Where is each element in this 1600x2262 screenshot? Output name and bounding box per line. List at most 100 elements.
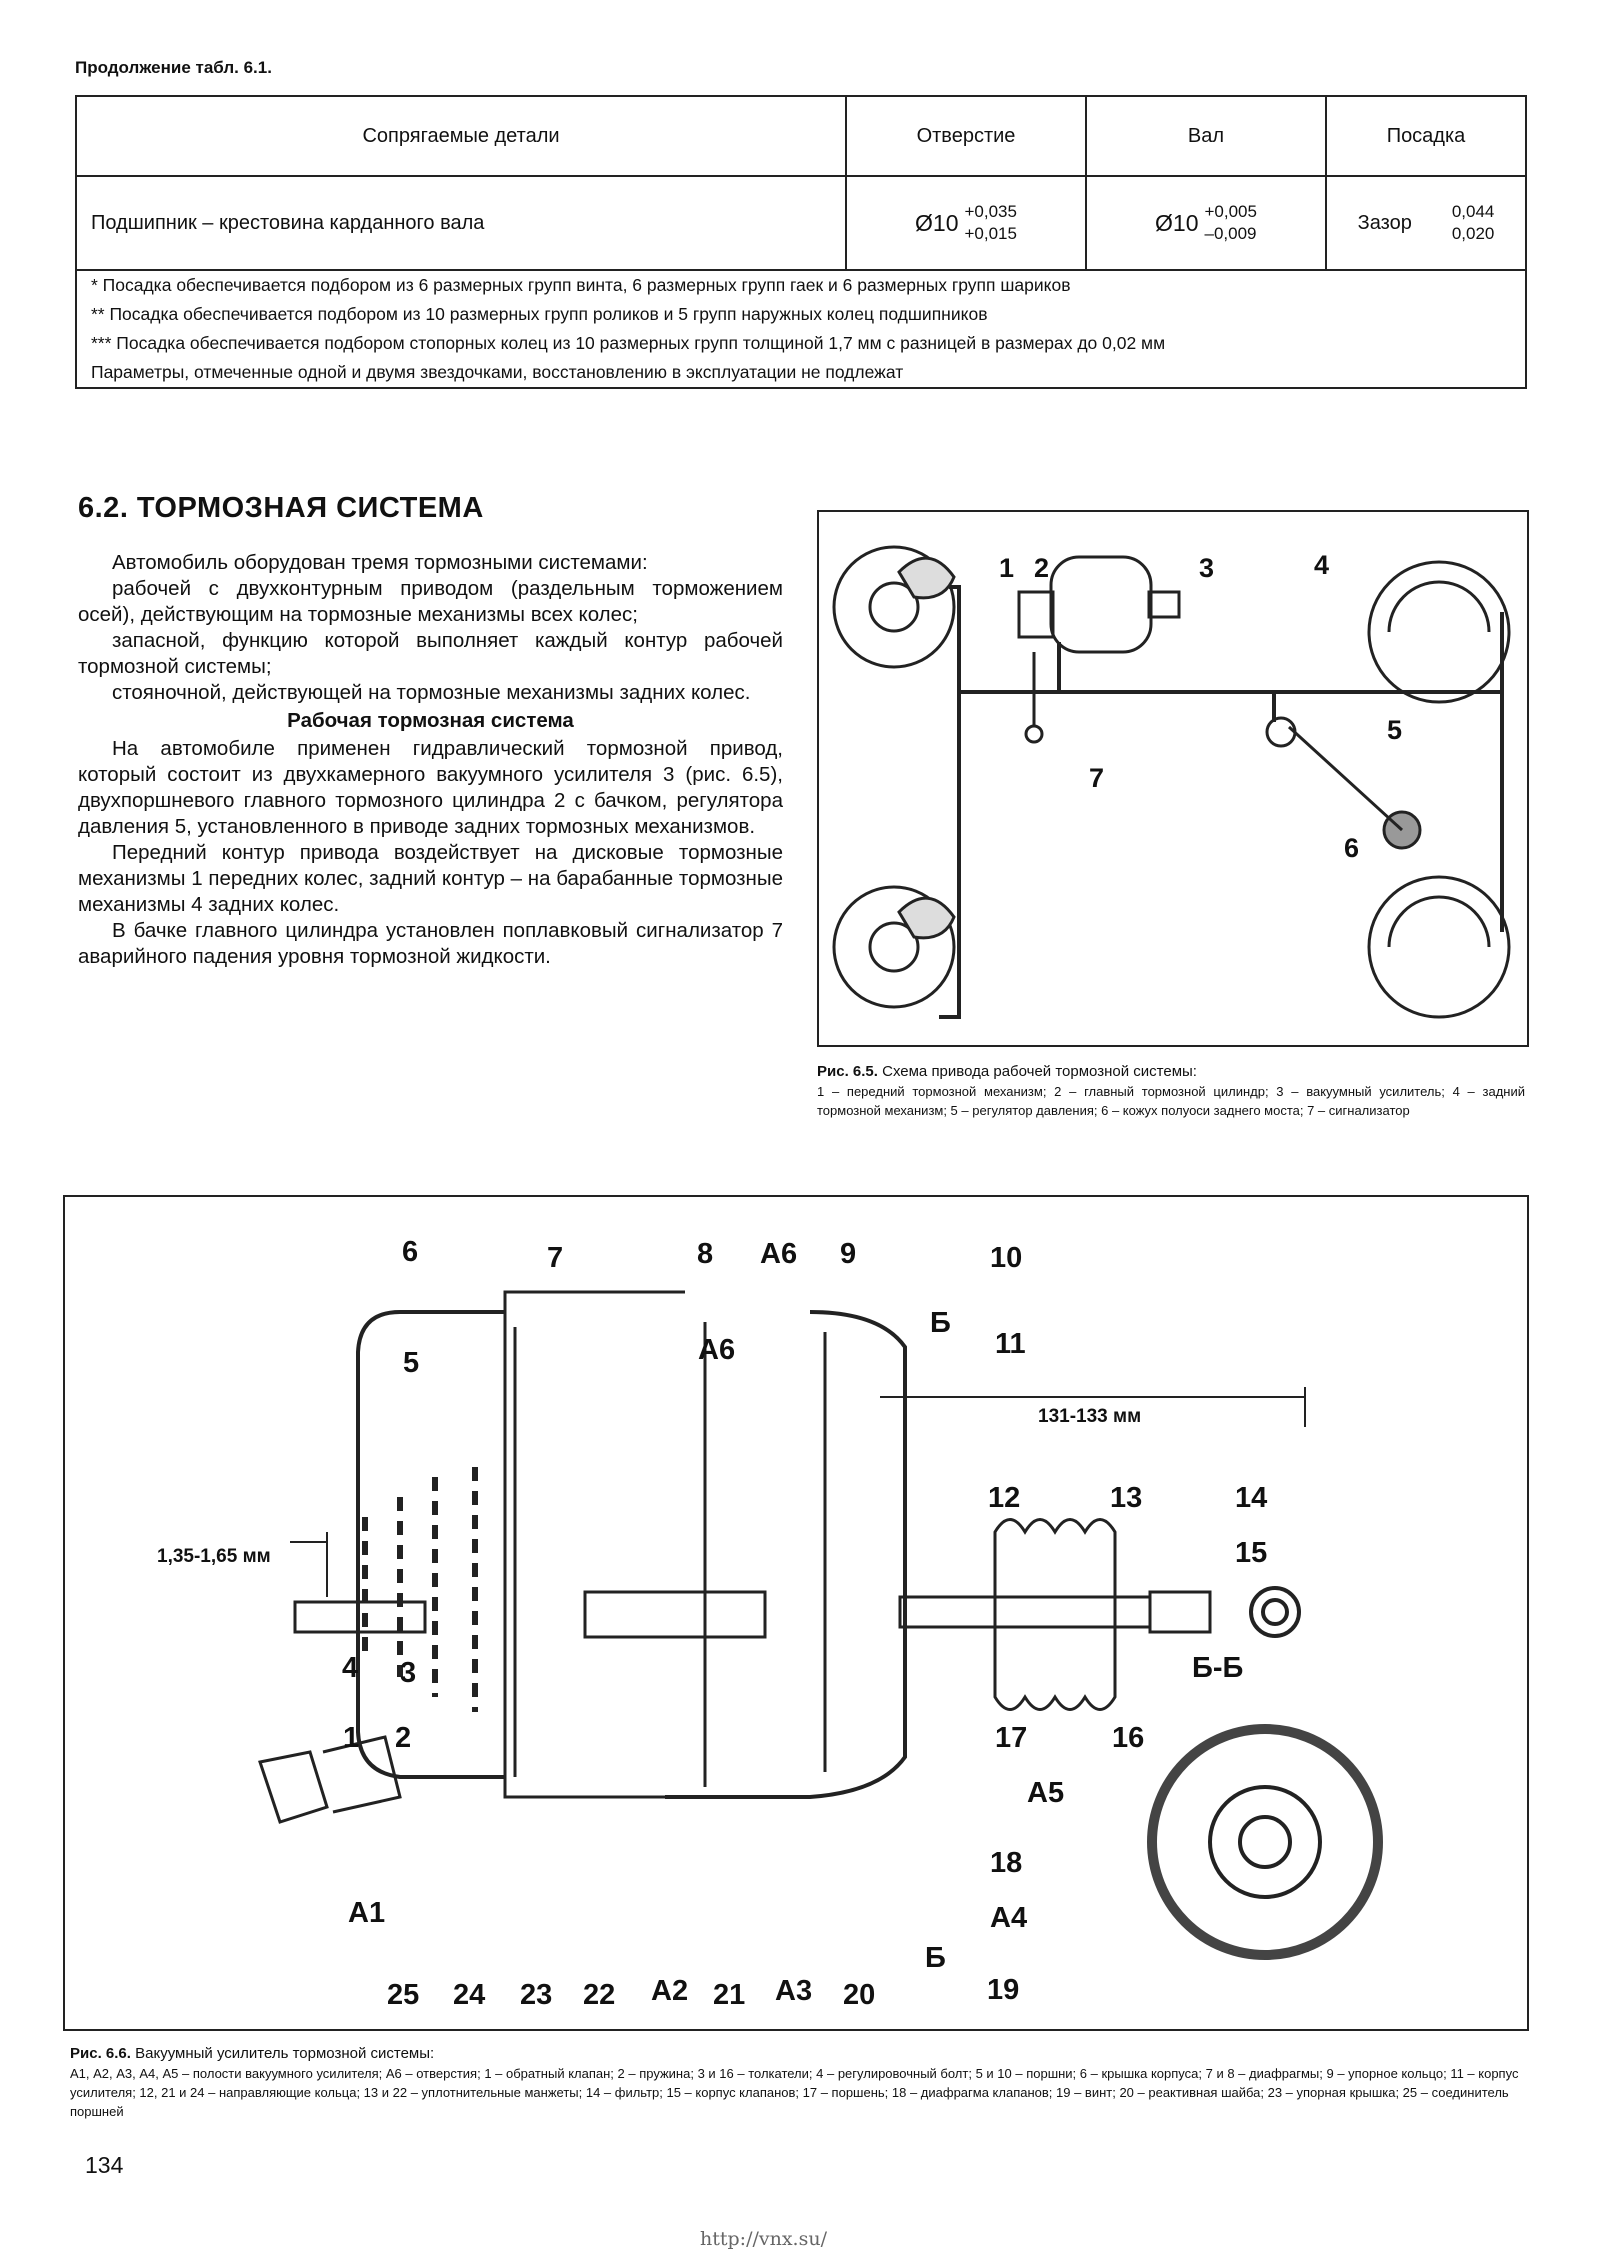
rear-drum-top	[1367, 560, 1511, 704]
cell-shaft: Ø10 +0,005 –0,009	[1085, 175, 1327, 271]
front-disc-top	[832, 545, 956, 669]
caption-title: Рис. 6.6.	[70, 2045, 131, 2062]
callout: 22	[583, 1979, 615, 2011]
caption-text: Вакуумный усилитель тормозной системы:	[135, 2045, 435, 2062]
col-header-hole: Отверстие	[845, 95, 1087, 177]
front-disc-bottom	[832, 885, 956, 1009]
callout: 15	[1235, 1537, 1267, 1569]
fig65-label: 7	[1089, 763, 1104, 793]
callout: А4	[990, 1902, 1027, 1934]
callout: А3	[775, 1975, 812, 2007]
callout: 4	[342, 1652, 358, 1684]
shaft-lower-deviation: –0,009	[1204, 224, 1257, 243]
fig65-label: 5	[1387, 715, 1402, 745]
callout: 19	[987, 1974, 1019, 2006]
fig65-label: 4	[1314, 550, 1329, 580]
col-header-shaft: Вал	[1085, 95, 1327, 177]
dimension-131-133: 131-133 мм	[1038, 1406, 1141, 1427]
source-url[interactable]: http://vnx.su/	[700, 2228, 827, 2250]
callout: 23	[520, 1979, 552, 2011]
note-4: Параметры, отмеченные одной и двумя звез…	[91, 362, 904, 382]
figure-6-6: 6 7 8 А6 9 10 Б 11 5 А6 12 13 14 15 4 3 …	[63, 1195, 1529, 2031]
booster-housing	[665, 1310, 907, 1799]
figure-6-5: 1 2 3 4 5 6 7	[817, 510, 1529, 1047]
fit-upper: 0,044	[1451, 202, 1495, 221]
callout: 3	[400, 1657, 416, 1689]
dimension-1-35-1-65: 1,35-1,65 мм	[157, 1546, 271, 1567]
callout: 5	[403, 1347, 419, 1379]
callout: 10	[990, 1242, 1022, 1274]
callout: 20	[843, 1979, 875, 2011]
callout: 11	[995, 1328, 1026, 1360]
callout: 6	[402, 1236, 418, 1268]
section-bb-label: Б-Б	[1192, 1652, 1243, 1684]
hole-lower-deviation: +0,015	[964, 224, 1017, 243]
cell-fit: Зазор 0,044 0,020	[1325, 175, 1527, 271]
callout: А6	[698, 1334, 735, 1366]
fig65-label: 2	[1034, 553, 1049, 583]
callout: Б	[930, 1307, 951, 1339]
paragraph: Автомобиль оборудован тремя тормозными с…	[112, 551, 648, 574]
callout: 14	[1235, 1482, 1267, 1514]
callout: 12	[988, 1482, 1020, 1514]
note-2: ** Посадка обеспечивается подбором из 10…	[91, 304, 988, 324]
callout: 21	[713, 1979, 745, 2011]
brake-circuit-diagram: 1 2 3 4 5 6 7	[832, 545, 1511, 1019]
callout: 16	[1112, 1722, 1144, 1754]
paragraph: Передний контур привода воздействует на …	[78, 841, 783, 916]
callout: 25	[387, 1979, 419, 2011]
section-body: Автомобиль оборудован тремя тормозными с…	[78, 550, 783, 970]
page-number: 134	[85, 2152, 124, 2178]
shaft-nominal: Ø10	[1155, 209, 1199, 236]
callout: 2	[395, 1722, 411, 1754]
paragraph: стояночной, действующей на тормозные мех…	[112, 681, 751, 704]
callout: А1	[348, 1897, 385, 1929]
callout: Б	[925, 1942, 946, 1974]
table-notes-row: * Посадка обеспечивается подбором из 6 р…	[75, 269, 1527, 389]
housing-cover	[356, 1310, 505, 1779]
fit-lower: 0,020	[1451, 224, 1495, 243]
callout: А6	[760, 1238, 797, 1270]
shaft-upper-deviation: +0,005	[1204, 202, 1257, 221]
callout: 7	[547, 1242, 563, 1274]
caption-legend: 1 – передний тормозной механизм; 2 – гла…	[817, 1084, 1525, 1118]
table-header-row: Сопрягаемые детали Отверстие Вал Посадка	[75, 95, 1527, 177]
fit-label: Зазор	[1357, 211, 1412, 234]
section-title: 6.2. ТОРМОЗНАЯ СИСТЕМА	[78, 492, 484, 524]
callout: 17	[995, 1722, 1027, 1754]
note-3: *** Посадка обеспечивается подбором стоп…	[91, 333, 1166, 353]
caption-title: Рис. 6.5.	[817, 1063, 878, 1080]
fig65-label: 6	[1344, 833, 1359, 863]
caption-legend: А1, А2, А3, А4, А5 – полости вакуумного …	[70, 2066, 1519, 2119]
cell-hole: Ø10 +0,035 +0,015	[845, 175, 1087, 271]
vacuum-booster-drawing-detail: 6 7 8 А6 9 10 Б 11 5 А6 12 13 14 15 4 3 …	[157, 1236, 1383, 2011]
hole-upper-deviation: +0,035	[964, 202, 1017, 221]
note-1: * Посадка обеспечивается подбором из 6 р…	[91, 275, 1071, 295]
callout: 13	[1110, 1482, 1142, 1514]
callout: 24	[453, 1979, 485, 2011]
mating-parts-table: Сопрягаемые детали Отверстие Вал Посадка…	[75, 95, 1527, 389]
callout: А2	[651, 1975, 688, 2007]
paragraph: запасной, функцию которой выполняет кажд…	[78, 629, 783, 678]
fig65-label: 1	[999, 553, 1014, 583]
callout: 9	[840, 1238, 856, 1270]
fig65-label: 3	[1199, 553, 1214, 583]
hole-nominal: Ø10	[915, 209, 959, 236]
pressure-regulator-drawing	[1265, 716, 1297, 748]
figure-6-6-caption: Рис. 6.6. Вакуумный усилитель тормозной …	[70, 2044, 1532, 2121]
table-continuation-label: Продолжение табл. 6.1.	[75, 58, 272, 77]
table-row: Подшипник – крестовина карданного вала Ø…	[75, 175, 1527, 271]
callout: А5	[1027, 1777, 1064, 1809]
callout: 18	[990, 1847, 1022, 1879]
col-header-parts: Сопрягаемые детали	[75, 95, 847, 177]
paragraph: На автомобиле применен гидравлический то…	[78, 737, 783, 838]
cell-part: Подшипник – крестовина карданного вала	[75, 175, 847, 271]
callout: 1	[343, 1722, 359, 1754]
col-header-fit: Посадка	[1325, 95, 1527, 177]
figure-6-5-caption: Рис. 6.5. Схема привода рабочей тормозно…	[817, 1062, 1525, 1120]
vacuum-booster-drawing	[1049, 555, 1153, 654]
table-notes: * Посадка обеспечивается подбором из 6 р…	[75, 269, 1527, 389]
subheading: Рабочая тормозная система	[287, 709, 574, 732]
section-bb-drawing	[1147, 1724, 1383, 1960]
paragraph: рабочей с двухконтурным приводом (раздел…	[78, 577, 783, 626]
